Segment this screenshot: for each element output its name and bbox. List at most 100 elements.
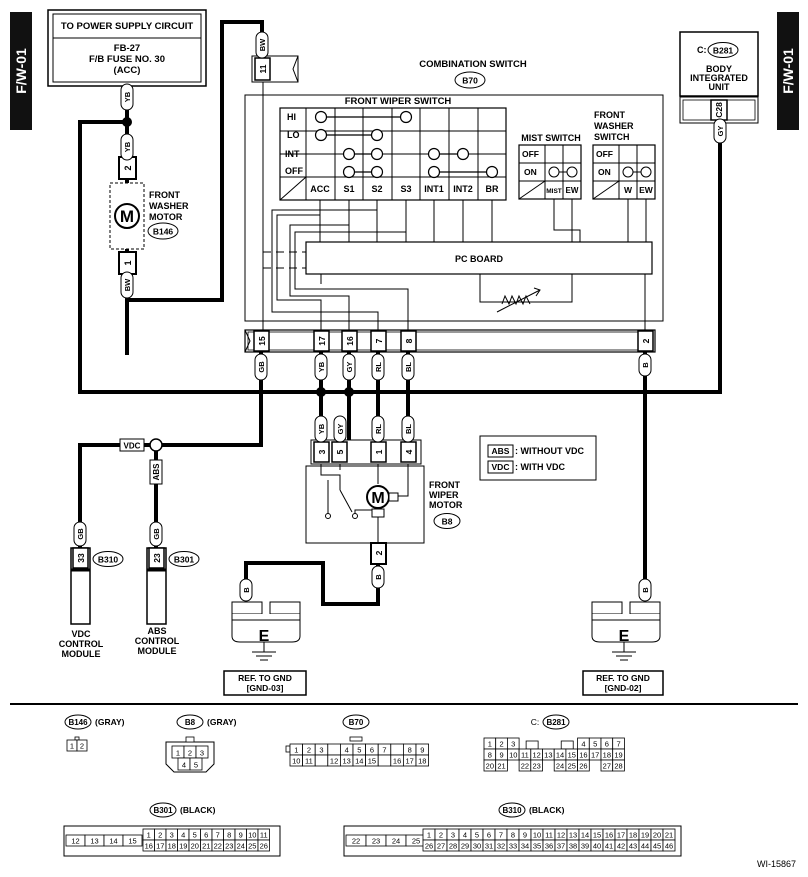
pin-number: 12 <box>557 831 565 840</box>
connector-code: B8 <box>185 718 196 727</box>
pin-number: 10 <box>533 831 541 840</box>
pin-number: 19 <box>179 842 187 851</box>
svg-text:F/W-01: F/W-01 <box>780 48 796 94</box>
svg-text:GY: GY <box>716 126 725 137</box>
pin-cell <box>495 759 508 772</box>
svg-text:PC BOARD: PC BOARD <box>455 254 504 264</box>
svg-text:C28: C28 <box>714 102 724 118</box>
front-wiper-switch-labels: HI LO INT OFF ACC S1 S2 S3 INT1 INT2 BR <box>285 112 499 194</box>
pin-number: 19 <box>641 831 649 840</box>
svg-text:8: 8 <box>404 338 414 343</box>
svg-text:YB: YB <box>317 423 326 434</box>
svg-text:FRONT WIPER SWITCH: FRONT WIPER SWITCH <box>345 96 452 107</box>
pin-number: 22 <box>214 842 222 851</box>
svg-text:S1: S1 <box>343 184 354 194</box>
svg-text:M: M <box>371 490 384 507</box>
pin-cell <box>577 759 590 772</box>
pin-number: 2 <box>188 749 192 758</box>
pin-number: 20 <box>191 842 199 851</box>
pin-number: 3 <box>319 746 323 755</box>
svg-text:MIST: MIST <box>546 188 562 195</box>
pin-number: 10 <box>509 751 517 760</box>
svg-text:LO: LO <box>287 130 300 140</box>
svg-text:B: B <box>641 587 650 593</box>
pin-number: 2 <box>439 831 443 840</box>
pin-number: 2 <box>307 746 311 755</box>
pin-number: 4 <box>182 761 186 770</box>
svg-text:WASHER: WASHER <box>149 201 189 211</box>
svg-text:S3: S3 <box>400 184 411 194</box>
pin-number: 13 <box>90 837 98 846</box>
svg-text:B146: B146 <box>153 227 174 237</box>
pin-number: 15 <box>568 751 576 760</box>
pin-number: 2 <box>499 740 503 749</box>
svg-text:B: B <box>374 574 383 580</box>
pin-cell <box>189 757 203 771</box>
pin-number: 46 <box>665 842 673 851</box>
pin-cell <box>327 743 341 756</box>
pin-number: 12 <box>330 757 338 766</box>
pin-cell <box>415 754 430 767</box>
pin-number: 24 <box>556 762 564 771</box>
pin-number: 6 <box>605 740 609 749</box>
pin-cell <box>612 759 625 772</box>
svg-text:MOTOR: MOTOR <box>149 212 183 222</box>
svg-text:ABS: ABS <box>492 446 510 456</box>
combination-switch: COMBINATION SWITCH B70 FRONT WIPER SWITC… <box>244 59 664 322</box>
connector-color: (BLACK) <box>529 805 565 815</box>
pin-number: 25 <box>248 842 256 851</box>
svg-text:GB: GB <box>152 528 161 540</box>
pin-number: 22 <box>521 762 529 771</box>
pin-number: 31 <box>485 842 493 851</box>
svg-text:W: W <box>624 185 633 195</box>
pin-number: 9 <box>499 751 503 760</box>
pin-number: 33 <box>509 842 517 851</box>
svg-text:2: 2 <box>374 550 384 555</box>
svg-text:[GND-03]: [GND-03] <box>247 683 284 693</box>
page-tag-left: F/W-01 <box>10 12 32 130</box>
pin-number: 9 <box>239 831 243 840</box>
pin-number: 16 <box>579 751 587 760</box>
svg-text:MIST SWITCH: MIST SWITCH <box>521 133 581 143</box>
svg-text:1: 1 <box>123 260 133 265</box>
svg-text:TO POWER SUPPLY CIRCUIT: TO POWER SUPPLY CIRCUIT <box>61 21 194 32</box>
svg-text:B310: B310 <box>98 555 119 565</box>
pin-cell <box>530 759 543 772</box>
svg-text:4: 4 <box>404 449 414 454</box>
svg-text:15: 15 <box>257 336 267 346</box>
connector-code: B310 <box>502 806 522 815</box>
pin-number: 4 <box>345 746 349 755</box>
pin-number: 11 <box>545 831 553 840</box>
svg-text:MODULE: MODULE <box>138 646 177 656</box>
ground-right: E REF. TO GND [GND-02] <box>582 601 664 696</box>
svg-text:ABS: ABS <box>152 463 161 481</box>
pin-number: 14 <box>556 751 564 760</box>
pin-number: 1 <box>70 742 74 751</box>
svg-text:B301: B301 <box>174 555 195 565</box>
svg-text:INT1: INT1 <box>424 184 444 194</box>
svg-text:VDC: VDC <box>492 462 510 472</box>
pin-number: 24 <box>392 837 400 846</box>
connector-code: B281 <box>546 718 566 727</box>
connector-code-badge <box>149 802 177 818</box>
pin-number: 40 <box>593 842 601 851</box>
svg-text:BL: BL <box>404 424 413 434</box>
svg-text:GY: GY <box>345 362 354 373</box>
svg-text:B70: B70 <box>462 76 478 86</box>
svg-text:16: 16 <box>345 336 355 346</box>
svg-text:: WITHOUT VDC: : WITHOUT VDC <box>515 446 584 456</box>
bw-connector-top: 11 <box>251 55 299 83</box>
pin-number: 19 <box>614 751 622 760</box>
pin-number: 17 <box>406 757 414 766</box>
pin-number: 13 <box>544 751 552 760</box>
svg-text:: WITH VDC: : WITH VDC <box>515 462 565 472</box>
connector-color: (GRAY) <box>95 717 125 727</box>
connector-code: B301 <box>153 806 173 815</box>
pin-number: 7 <box>616 740 620 749</box>
power-supply-box: TO POWER SUPPLY CIRCUIT FB-27 F/B FUSE N… <box>47 9 207 87</box>
pin-number: 3 <box>170 831 174 840</box>
pin-number: 41 <box>605 842 613 851</box>
